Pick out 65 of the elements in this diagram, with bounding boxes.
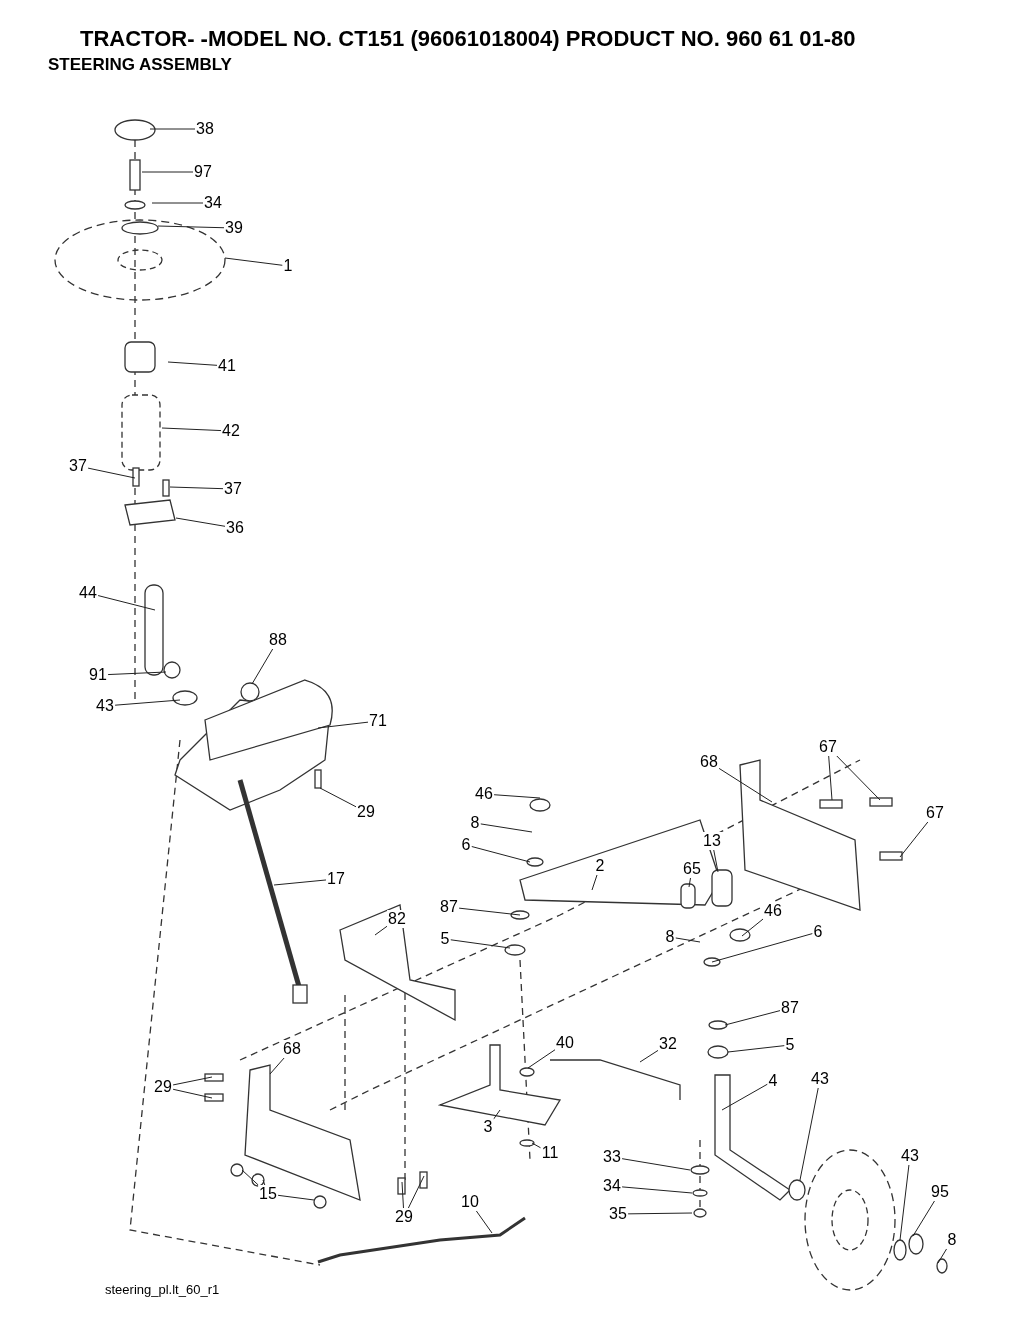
- leader-line: [114, 699, 181, 706]
- leader-line: [899, 821, 929, 858]
- leader-line: [799, 1087, 819, 1181]
- leader-line: [493, 794, 541, 799]
- leader-line: [319, 787, 357, 808]
- leader-line: [713, 849, 719, 873]
- leader-line: [151, 202, 204, 204]
- leader-line: [175, 517, 226, 527]
- leader-line: [449, 939, 511, 949]
- leader-line: [718, 767, 773, 803]
- leader-line: [107, 671, 167, 676]
- callout-number: 82: [387, 910, 407, 928]
- leader-line: [727, 1045, 786, 1053]
- leader-line: [479, 823, 533, 833]
- leader-line: [407, 1175, 425, 1209]
- leader-line: [401, 1181, 404, 1209]
- leader-line: [621, 1186, 693, 1194]
- leader-line: [711, 933, 814, 963]
- leader-line: [828, 755, 833, 801]
- leader-line: [475, 1210, 493, 1234]
- title: TRACTOR- -MODEL NO. CT151 (96061018004) PRODUCT NO. 960 61 01-80: [80, 26, 856, 52]
- leader-line: [591, 874, 598, 891]
- leader-line: [149, 128, 196, 130]
- leader-line: [251, 648, 274, 685]
- subtitle: STEERING ASSEMBLY: [48, 55, 232, 75]
- leader-line: [527, 1049, 556, 1069]
- leader-line: [161, 427, 222, 432]
- leader-line: [167, 361, 218, 366]
- leader-line: [241, 1169, 259, 1186]
- leader-line: [724, 1010, 781, 1026]
- leader-line: [912, 1200, 935, 1237]
- leader-line: [141, 171, 194, 173]
- leader-line: [97, 595, 156, 611]
- leader-line: [492, 1109, 501, 1120]
- callout-number: 40: [555, 1034, 575, 1052]
- leader-line: [470, 845, 531, 863]
- callout-number: 68: [699, 753, 719, 771]
- leader-line: [269, 1057, 285, 1075]
- leader-line: [317, 721, 369, 729]
- leader-line: [277, 1194, 315, 1201]
- leader-line: [621, 1158, 691, 1171]
- leader-line: [937, 1248, 948, 1264]
- leader-line: [172, 1076, 213, 1086]
- leader-line: [172, 1088, 213, 1099]
- leader-line: [224, 257, 284, 266]
- file-name: steering_pl.lt_60_r1: [105, 1282, 220, 1297]
- callout-number: 13: [702, 832, 722, 850]
- leader-line: [721, 1083, 769, 1111]
- leader-line: [157, 225, 225, 229]
- leader-line: [899, 1164, 910, 1241]
- leader-line: [531, 1142, 542, 1149]
- leader-line: [741, 918, 764, 937]
- leader-line: [674, 937, 701, 943]
- leader-line: [688, 877, 691, 888]
- leader-line: [169, 486, 224, 490]
- leader-line: [374, 925, 388, 936]
- leader-line: [836, 755, 881, 801]
- leader-line: [87, 467, 136, 479]
- leader-line: [262, 1179, 266, 1186]
- leader-line: [627, 1212, 693, 1215]
- callout-number: 46: [763, 902, 783, 920]
- callout-number: 32: [658, 1035, 678, 1053]
- leader-line: [639, 1049, 659, 1063]
- leader-line: [458, 907, 521, 916]
- leader-line: [273, 879, 327, 886]
